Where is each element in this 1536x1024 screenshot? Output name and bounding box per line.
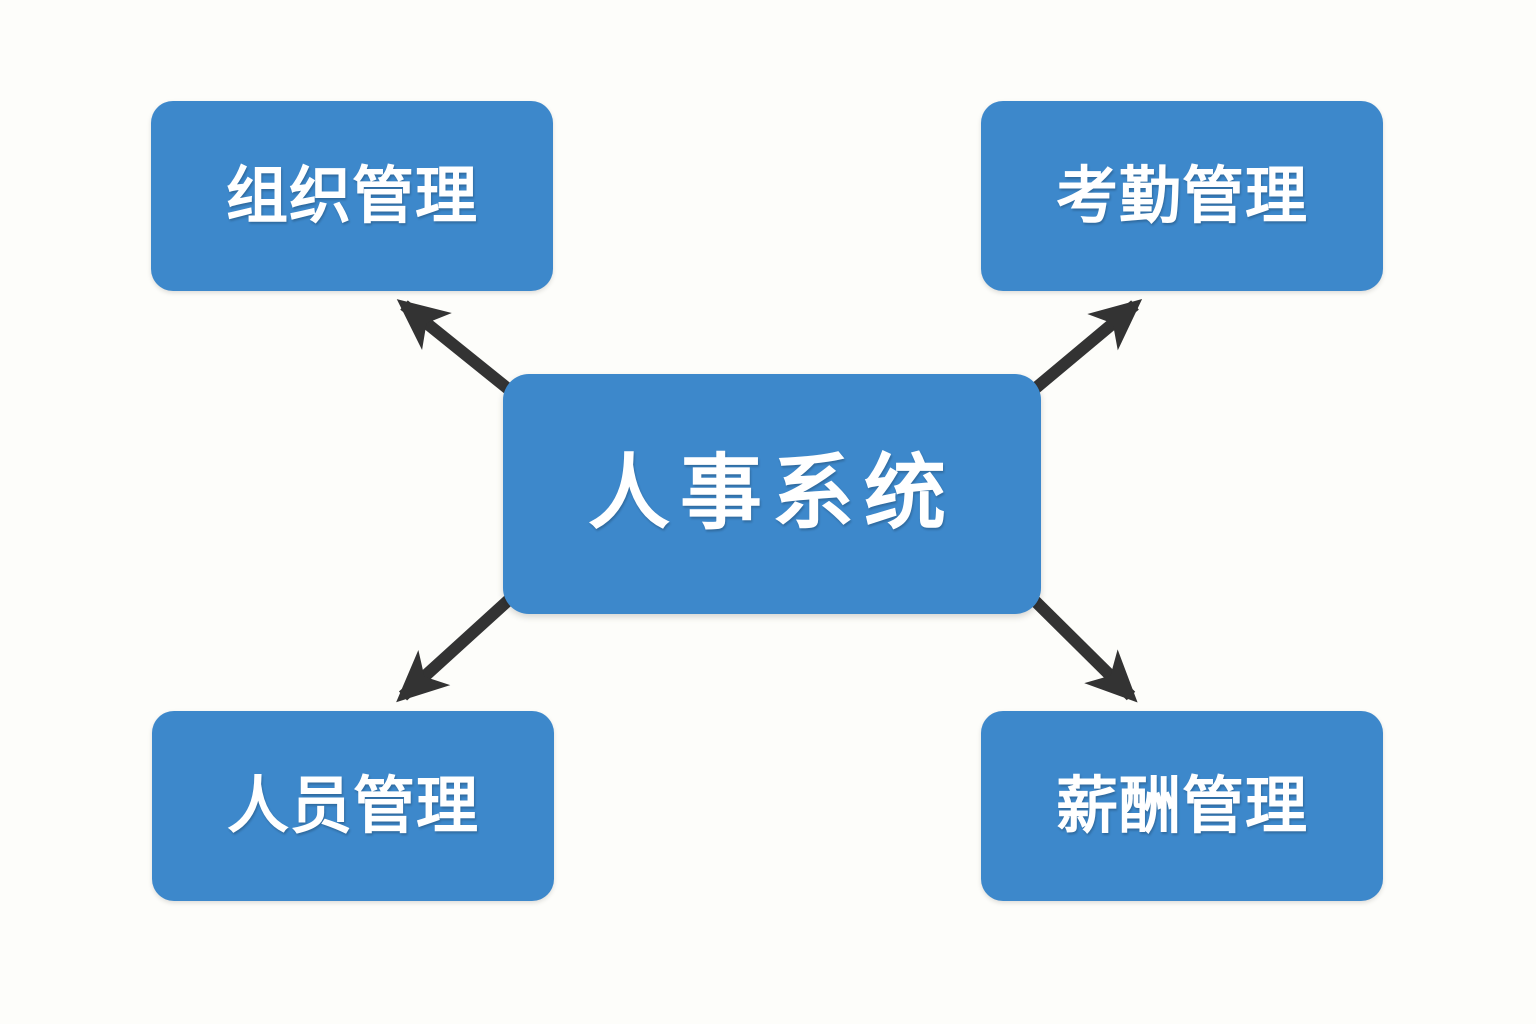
arrow-to-organization-management [396, 299, 516, 397]
arrow-to-attendance-management [1027, 299, 1143, 397]
node-attendance-management[interactable]: 考勤管理 [981, 101, 1383, 291]
node-label-attendance-management: 考勤管理 [1055, 159, 1308, 232]
node-label-compensation-management: 薪酬管理 [1055, 769, 1308, 842]
node-label-personnel-management: 人员管理 [226, 769, 479, 842]
node-label-hr-system: 人事系统 [587, 446, 956, 541]
node-compensation-management[interactable]: 薪酬管理 [981, 711, 1383, 901]
node-organization-management[interactable]: 组织管理 [151, 101, 553, 291]
node-hr-system[interactable]: 人事系统 [503, 374, 1041, 614]
arrow-to-personnel-management [396, 592, 517, 703]
arrow-to-compensation-management [1026, 592, 1138, 703]
node-label-organization-management: 组织管理 [225, 159, 478, 232]
node-personnel-management[interactable]: 人员管理 [152, 711, 554, 901]
